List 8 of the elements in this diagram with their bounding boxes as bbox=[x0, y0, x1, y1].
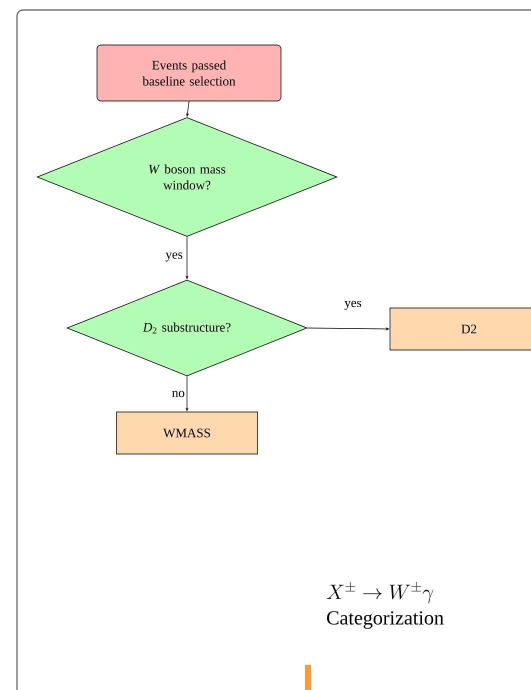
category-box: WMASS bbox=[116, 412, 258, 454]
edge-label: yes bbox=[166, 252, 182, 262]
edge-label: no bbox=[172, 390, 184, 398]
title-text: Categorization bbox=[327, 611, 444, 629]
start-box: Events passed baseline selection bbox=[96, 44, 282, 102]
category-box: D2 bbox=[390, 308, 531, 350]
edge-label: yes bbox=[344, 300, 362, 310]
title-formula: $X^{\pm} \to W^{\pm}\gamma$ bbox=[326, 582, 434, 604]
